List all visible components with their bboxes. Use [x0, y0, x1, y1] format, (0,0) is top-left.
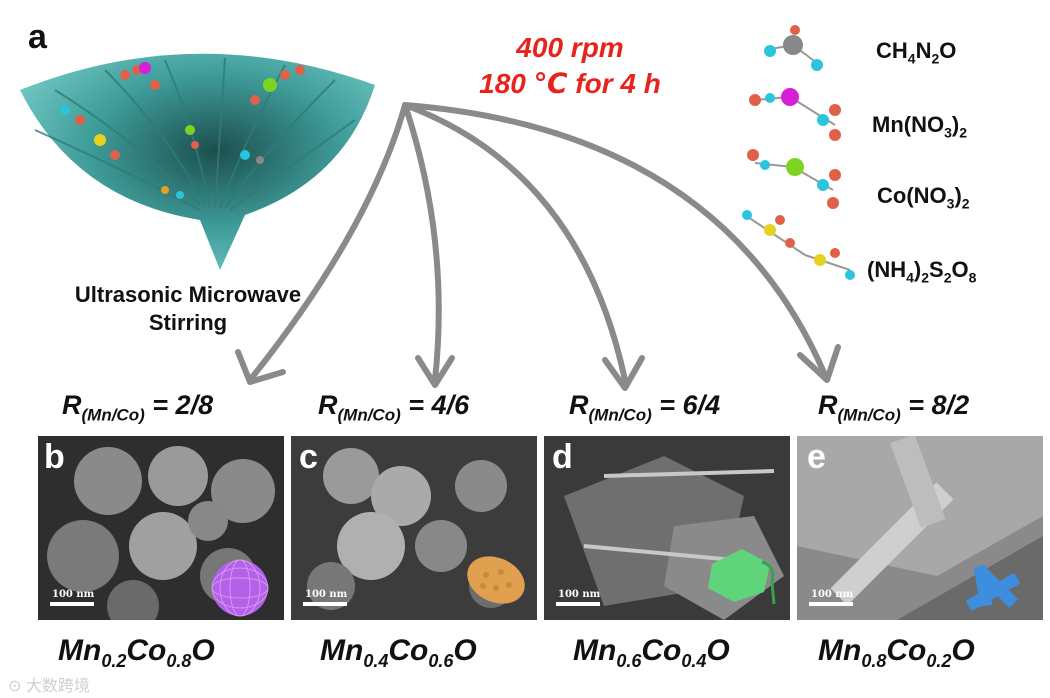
- panel-letter-a: a: [28, 18, 47, 56]
- watermark-text: 大数跨境: [25, 678, 90, 695]
- sphere-icon: [211, 559, 269, 617]
- persulfate-part2: ): [913, 257, 922, 282]
- reagent-mn-nitrate: Mn(NO3)2: [872, 112, 967, 140]
- panel-letter-c: c: [299, 438, 318, 476]
- comp-mn-sub: 0.6: [616, 651, 642, 671]
- ratio-label-d: R(Mn/Co) = 6/4: [569, 390, 720, 425]
- comp-mn-sub: 0.4: [363, 651, 389, 671]
- scale-bar-label-e: 100 nm: [811, 589, 854, 600]
- mn-nitrate-part2: ): [951, 112, 960, 137]
- persulfate-sub4: 8: [968, 269, 977, 286]
- co-nitrate-part2: ): [954, 183, 962, 208]
- ratio-r: R: [818, 390, 838, 420]
- mn-nitrate-part1: Mn(NO: [872, 112, 945, 137]
- persulfate-part3: S: [929, 257, 944, 282]
- sem-texture-c: [307, 448, 513, 610]
- reagent-molecule-icons: [742, 25, 855, 280]
- mn-nitrate-sub2: 2: [959, 124, 968, 141]
- urea-part3: O: [939, 38, 957, 63]
- urea-part2: N: [915, 38, 932, 63]
- sem-image-e: 100 nm e: [797, 436, 1043, 620]
- ratio-value: = 2/8: [152, 390, 214, 420]
- comp-mn-sub: 0.2: [101, 651, 127, 671]
- reaction-conditions: 400 rpm 180 ℃ for 4 h: [430, 30, 710, 102]
- panel-letter-b: b: [44, 438, 65, 476]
- scale-bar-c: [303, 602, 347, 606]
- comp-co: Co: [886, 634, 927, 667]
- persulfate-sub2: 2: [921, 269, 930, 286]
- scale-bar-d: [556, 602, 600, 606]
- watermark-logo-icon: ⊙: [8, 678, 22, 695]
- composition-e: Mn0.8Co0.2O: [818, 634, 975, 672]
- panel-letter-e: e: [807, 438, 826, 476]
- reaction-arrows: [235, 102, 841, 391]
- comp-o: O: [191, 634, 215, 667]
- urea-sub1: 4: [907, 50, 916, 67]
- reagent-co-nitrate: Co(NO3)2: [877, 183, 970, 211]
- comp-o: O: [706, 634, 730, 667]
- co-nitrate-sub2: 2: [961, 195, 970, 212]
- persulfate-part1: (NH: [867, 257, 907, 282]
- comp-co-sub: 0.2: [926, 651, 952, 671]
- comp-co: Co: [126, 634, 167, 667]
- urea-part1: CH: [876, 38, 908, 63]
- ratio-r: R: [62, 390, 82, 420]
- comp-mn: Mn: [573, 634, 617, 667]
- comp-co: Co: [388, 634, 429, 667]
- comp-mn: Mn: [320, 634, 364, 667]
- sem-image-b: 100 nm b: [38, 436, 284, 620]
- scale-bar-b: [50, 602, 94, 606]
- scale-bar-label-c: 100 nm: [305, 589, 348, 600]
- comp-co: Co: [641, 634, 682, 667]
- composition-c: Mn0.4Co0.6O: [320, 634, 477, 672]
- comp-mn-sub: 0.8: [861, 651, 887, 671]
- urea-sub2: 2: [931, 50, 940, 67]
- sem-image-d: 100 nm d: [544, 436, 790, 620]
- comp-co-sub: 0.6: [428, 651, 454, 671]
- cluster-icon: [467, 556, 525, 604]
- persulfate-part4: O: [951, 257, 969, 282]
- co-nitrate-part1: Co(NO: [877, 183, 947, 208]
- ratio-label-e: R(Mn/Co) = 8/2: [818, 390, 969, 425]
- sem-image-c: 100 nm c: [291, 436, 537, 620]
- ratio-value: = 6/4: [659, 390, 721, 420]
- mn-nitrate-sub1: 3: [944, 124, 952, 141]
- comp-o: O: [951, 634, 975, 667]
- comp-mn: Mn: [58, 634, 102, 667]
- ratio-value: = 8/2: [908, 390, 970, 420]
- ratio-label-b: R(Mn/Co) = 2/8: [62, 390, 213, 425]
- ratio-value: = 4/6: [408, 390, 470, 420]
- ratio-r: R: [318, 390, 338, 420]
- ratio-sub: (Mn/Co): [337, 405, 401, 425]
- scale-bar-label-b: 100 nm: [52, 589, 95, 600]
- rods-icon: [965, 564, 1021, 612]
- ratio-sub: (Mn/Co): [81, 405, 145, 425]
- funnel-caption: Ultrasonic Microwave Stirring: [18, 281, 358, 337]
- ratio-sub: (Mn/Co): [837, 405, 901, 425]
- comp-co-sub: 0.8: [166, 651, 192, 671]
- temperature-time: 180 ℃ for 4 h: [479, 68, 661, 99]
- persulfate-sub3: 2: [943, 269, 952, 286]
- comp-o: O: [453, 634, 477, 667]
- composition-b: Mn0.2Co0.8O: [58, 634, 215, 672]
- persulfate-sub1: 4: [906, 269, 914, 286]
- scale-bar-label-d: 100 nm: [558, 589, 601, 600]
- composition-d: Mn0.6Co0.4O: [573, 634, 730, 672]
- reagent-urea: CH4N2O: [876, 38, 956, 66]
- ratio-sub: (Mn/Co): [588, 405, 652, 425]
- reagent-persulfate: (NH4)2S2O8: [867, 257, 976, 285]
- stirring-speed: 400 rpm: [516, 32, 624, 63]
- panel-letter-d: d: [552, 438, 573, 476]
- ratio-r: R: [569, 390, 589, 420]
- funnel-caption-line1: Ultrasonic Microwave: [74, 282, 302, 307]
- watermark: ⊙ 大数跨境: [8, 672, 90, 696]
- comp-co-sub: 0.4: [681, 651, 707, 671]
- ratio-label-c: R(Mn/Co) = 4/6: [318, 390, 469, 425]
- hexagon-plate-icon: [708, 549, 776, 605]
- funnel-illustration: [20, 53, 375, 270]
- scale-bar-e: [809, 602, 853, 606]
- funnel-caption-line2: Stirring: [148, 310, 228, 335]
- co-nitrate-sub1: 3: [946, 195, 955, 212]
- comp-mn: Mn: [818, 634, 862, 667]
